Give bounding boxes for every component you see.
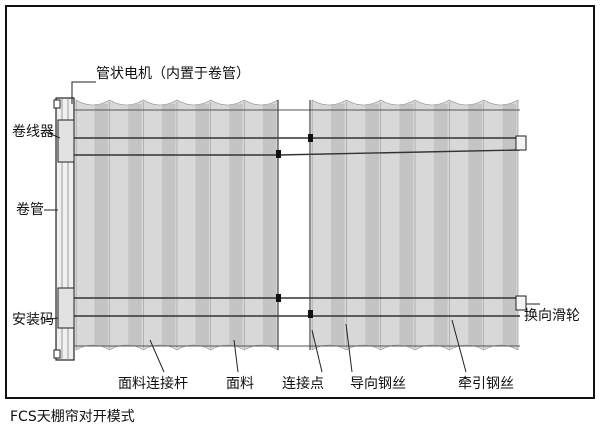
fabric-pleat	[94, 104, 108, 346]
joint-points	[276, 134, 313, 318]
fabric-pleat	[365, 104, 379, 346]
label-winder: 卷线器	[12, 124, 54, 140]
fabric-pleat	[433, 104, 448, 346]
label-fabric-rod: 面料连接杆	[118, 376, 188, 392]
label-pulley: 换向滑轮	[524, 308, 580, 324]
fabric-panel-left	[75, 99, 279, 351]
pulley-icon	[515, 135, 540, 311]
fabric-pleat	[468, 104, 482, 346]
label-pull-wire: 牵引钢丝	[458, 376, 514, 392]
winder-block	[57, 119, 75, 163]
label-joint: 连接点	[282, 376, 324, 392]
fabric-pleat	[161, 104, 176, 346]
label-motor: 管状电机（内置于卷管）	[96, 66, 250, 82]
fabric-pleat	[195, 104, 209, 346]
fabric-panel-right	[311, 99, 519, 351]
label-guide-wire: 导向钢丝	[350, 376, 406, 392]
mount-block	[57, 287, 75, 329]
roll-tube	[53, 97, 75, 361]
label-roll-tube: 卷管	[16, 202, 44, 218]
diagram-caption: FCS天棚帘对开模式	[10, 409, 135, 425]
fabric-pleat	[229, 104, 243, 346]
fabric-pleat	[262, 104, 277, 346]
label-fabric: 面料	[226, 376, 254, 392]
wires	[74, 109, 521, 347]
fabric-pleat	[330, 104, 345, 346]
outer-border	[5, 5, 595, 399]
fabric-pleat	[128, 104, 142, 346]
leader-lines	[43, 81, 467, 373]
label-mount-code: 安装码	[12, 312, 54, 328]
fabric-pleat	[502, 104, 517, 346]
fabric-pleat	[399, 104, 414, 346]
